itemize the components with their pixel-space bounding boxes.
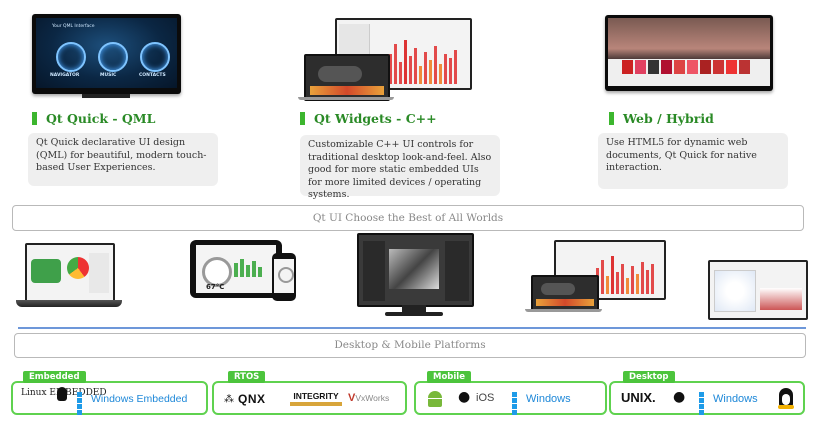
platform-embedded: Linux EMBEDDED Windows Embedded bbox=[11, 381, 208, 415]
apple-icon: ● bbox=[673, 389, 686, 405]
platform-rtos: ⁂ QNX INTEGRITY VVxWorks bbox=[212, 381, 407, 415]
platform-rtos-label: RTOS bbox=[228, 371, 266, 383]
apple-icon: ● bbox=[458, 389, 471, 405]
navigator-icon bbox=[56, 42, 86, 72]
web-description: Use HTML5 for dynamic web documents, Qt … bbox=[598, 133, 788, 189]
platform-embedded-label: Embedded bbox=[23, 371, 86, 383]
desktop-laptop-base bbox=[16, 300, 122, 307]
phone-device bbox=[272, 253, 296, 301]
qml-tv-device: Your QML Interface NAVIGATOR MUSIC CONTA… bbox=[32, 14, 181, 94]
tablet-device: 67°C bbox=[190, 240, 282, 298]
desktop-monitor-stand bbox=[402, 305, 426, 313]
windows-icon bbox=[699, 392, 710, 415]
banner-best-of-all-worlds-text: Qt UI Choose the Best of All Worlds bbox=[312, 212, 504, 224]
widgets-laptop bbox=[304, 54, 390, 101]
windows-icon bbox=[512, 392, 523, 415]
windows-icon bbox=[77, 392, 88, 415]
vxworks-logo: VVxWorks bbox=[348, 392, 390, 404]
blackberry-icon: ⁂ bbox=[224, 394, 234, 405]
qml-menu-contacts: CONTACTS bbox=[139, 73, 166, 78]
windows-desktop-label: Windows bbox=[699, 392, 758, 415]
qml-menu-navigator: NAVIGATOR bbox=[50, 73, 80, 78]
desktop-monitor bbox=[357, 233, 474, 307]
widgets-chart bbox=[389, 34, 465, 84]
qml-screen-header: Your QML Interface bbox=[52, 24, 95, 29]
web-tv-device bbox=[605, 15, 773, 91]
desktop-laptop bbox=[25, 243, 115, 303]
windows-embedded-label: Windows Embedded bbox=[77, 392, 187, 415]
qnx-logo: QNX bbox=[238, 392, 266, 406]
widgets-heading: Qt Widgets - C++ bbox=[300, 111, 437, 126]
vxworks-icon: V bbox=[348, 392, 356, 404]
laptop-map bbox=[531, 275, 599, 311]
qml-heading: Qt Quick - QML bbox=[31, 111, 156, 126]
integrity-logo: INTEGRITY bbox=[290, 391, 342, 406]
banner-best-of-all-worlds: Qt UI Choose the Best of All Worlds bbox=[12, 205, 804, 231]
platforms-divider bbox=[18, 327, 806, 329]
platform-mobile-label: Mobile bbox=[427, 371, 471, 383]
desktop-monitor-chart bbox=[554, 240, 666, 300]
qml-menu-music: MUSIC bbox=[100, 73, 117, 78]
gauge-icon bbox=[202, 257, 232, 287]
qml-tv-screen: Your QML Interface NAVIGATOR MUSIC CONTA… bbox=[36, 18, 177, 88]
desktop-monitor-map bbox=[708, 260, 808, 320]
contacts-icon bbox=[140, 42, 170, 72]
linux-tux-icon bbox=[778, 388, 794, 409]
tablet-reading: 67°C bbox=[206, 283, 225, 291]
widgets-laptop-base bbox=[298, 97, 394, 100]
qml-tv-stand bbox=[82, 94, 130, 98]
web-tv-screen bbox=[608, 18, 770, 86]
banner-desktop-mobile-platforms: Desktop & Mobile Platforms bbox=[14, 333, 806, 358]
platform-desktop-label: Desktop bbox=[623, 371, 675, 383]
unix-logo: UNIX. bbox=[621, 390, 656, 405]
music-icon bbox=[98, 42, 128, 72]
widgets-laptop-screen bbox=[306, 56, 388, 99]
platform-desktop: UNIX. ● Windows bbox=[609, 381, 805, 415]
widgets-description: Customizable C++ UI controls for traditi… bbox=[300, 135, 500, 200]
web-heading: Web / Hybrid bbox=[609, 111, 714, 126]
android-icon bbox=[428, 391, 442, 407]
linux-tux-icon bbox=[57, 387, 67, 401]
ios-label: iOS bbox=[476, 392, 495, 404]
qml-description: Qt Quick declarative UI design (QML) for… bbox=[28, 133, 218, 186]
windows-mobile-label: Windows bbox=[512, 392, 571, 415]
banner-desktop-mobile-platforms-text: Desktop & Mobile Platforms bbox=[334, 339, 486, 351]
platform-mobile: ● iOS Windows bbox=[414, 381, 607, 415]
